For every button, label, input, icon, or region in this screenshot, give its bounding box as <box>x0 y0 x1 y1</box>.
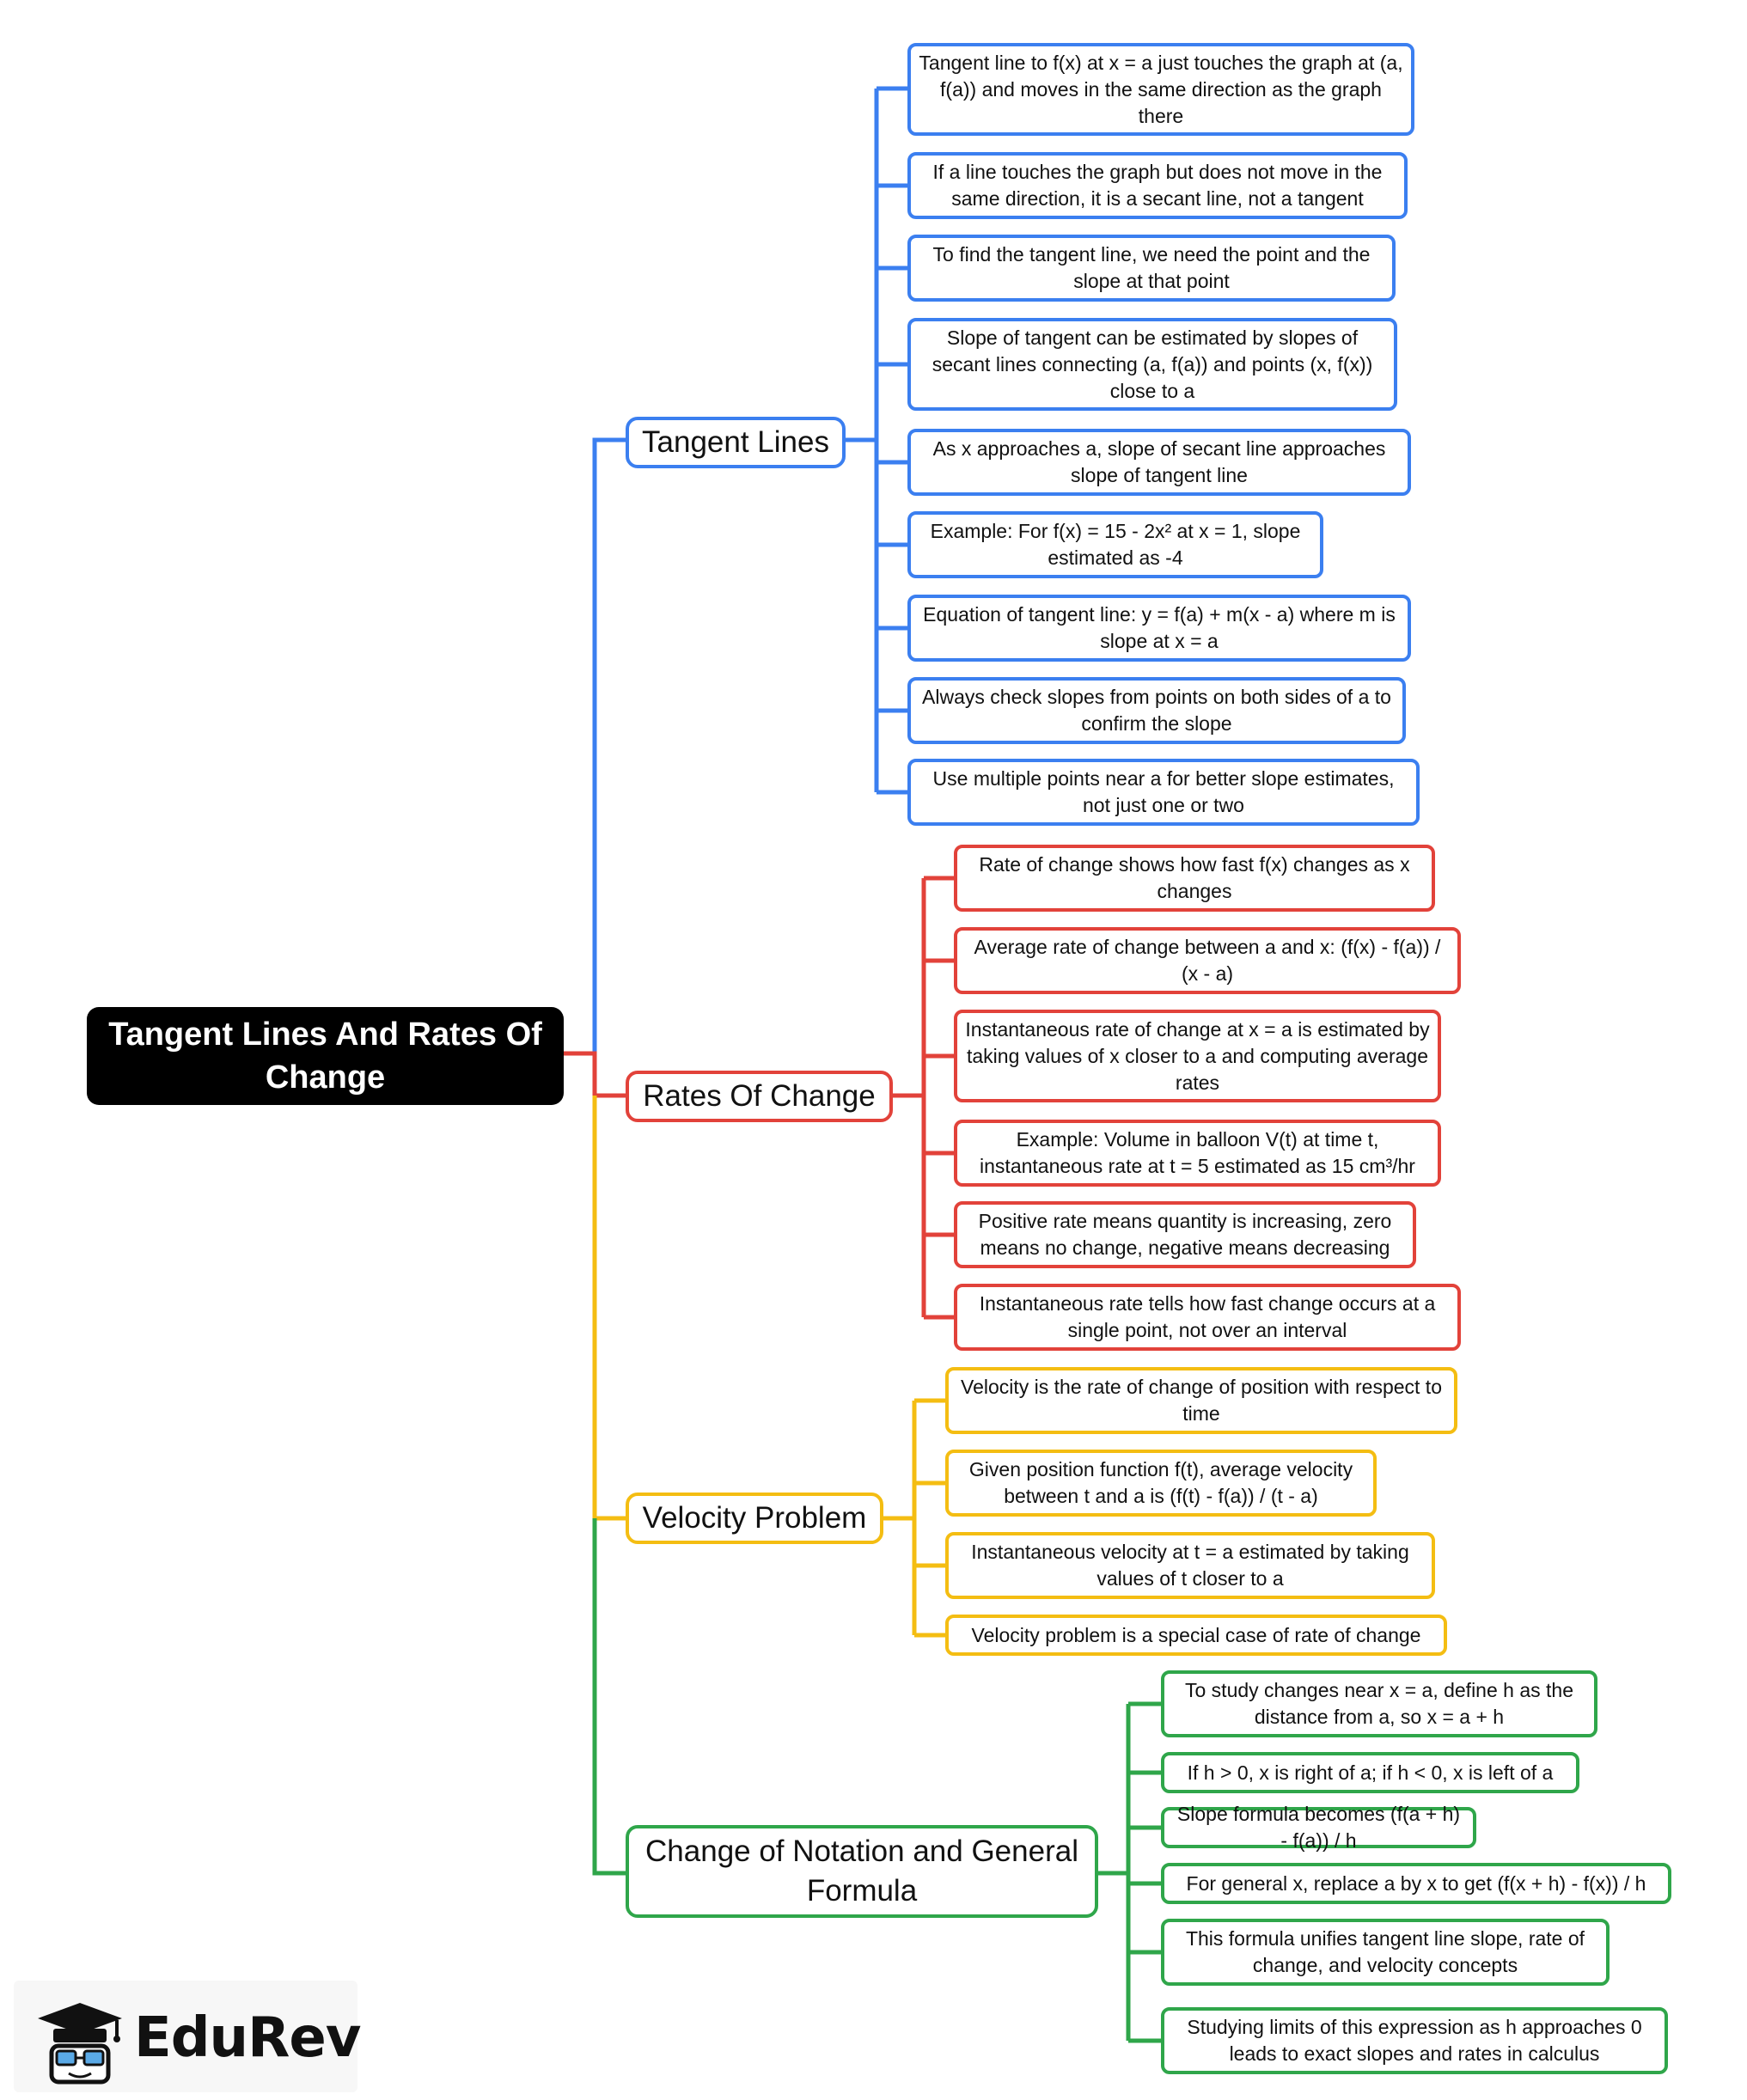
graduation-cap-student-icon <box>38 2003 122 2085</box>
branch-velocity-problem: Velocity Problem <box>626 1493 883 1544</box>
tangent-lines-item: Example: For f(x) = 15 - 2x² at x = 1, s… <box>907 511 1323 578</box>
branch-tangent-lines: Tangent Lines <box>626 417 846 468</box>
change-of-notation-item: If h > 0, x is right of a; if h < 0, x i… <box>1161 1752 1579 1793</box>
velocity-problem-item: Velocity problem is a special case of ra… <box>945 1615 1447 1656</box>
rates-of-change-item: Instantaneous rate of change at x = a is… <box>954 1010 1441 1102</box>
tangent-lines-item: Always check slopes from points on both … <box>907 677 1406 744</box>
tangent-lines-item: Equation of tangent line: y = f(a) + m(x… <box>907 595 1411 662</box>
branch-change-of-notation: Change of Notation and General Formula <box>626 1825 1098 1918</box>
rates-of-change-item: Example: Volume in balloon V(t) at time … <box>954 1120 1441 1187</box>
root-topic: Tangent Lines And Rates Of Change <box>87 1007 564 1105</box>
edurev-logo: EduRev <box>14 1981 361 2092</box>
velocity-problem-item: Instantaneous velocity at t = a estimate… <box>945 1532 1435 1599</box>
change-of-notation-item: To study changes near x = a, define h as… <box>1161 1670 1597 1737</box>
change-of-notation-item: Studying limits of this expression as h … <box>1161 2007 1668 2074</box>
tangent-lines-item: Slope of tangent can be estimated by slo… <box>907 318 1397 411</box>
velocity-problem-item: Given position function f(t), average ve… <box>945 1450 1377 1517</box>
tangent-lines-item: As x approaches a, slope of secant line … <box>907 429 1411 496</box>
tangent-lines-item: Use multiple points near a for better sl… <box>907 759 1420 826</box>
velocity-problem-item: Velocity is the rate of change of positi… <box>945 1367 1457 1434</box>
rates-of-change-item: Positive rate means quantity is increasi… <box>954 1201 1416 1268</box>
rates-of-change-item: Average rate of change between a and x: … <box>954 927 1461 994</box>
rates-of-change-item: Instantaneous rate tells how fast change… <box>954 1284 1461 1351</box>
brand-name: EduRev <box>134 2006 361 2070</box>
tangent-lines-item: Tangent line to f(x) at x = a just touch… <box>907 43 1414 136</box>
change-of-notation-item: This formula unifies tangent line slope,… <box>1161 1919 1610 1986</box>
branch-rates-of-change: Rates Of Change <box>626 1071 893 1122</box>
change-of-notation-item: Slope formula becomes (f(a + h) - f(a)) … <box>1161 1803 1476 1852</box>
tangent-lines-item: If a line touches the graph but does not… <box>907 152 1408 219</box>
rates-of-change-item: Rate of change shows how fast f(x) chang… <box>954 845 1435 912</box>
change-of-notation-item: For general x, replace a by x to get (f(… <box>1161 1863 1671 1904</box>
tangent-lines-item: To find the tangent line, we need the po… <box>907 235 1396 302</box>
